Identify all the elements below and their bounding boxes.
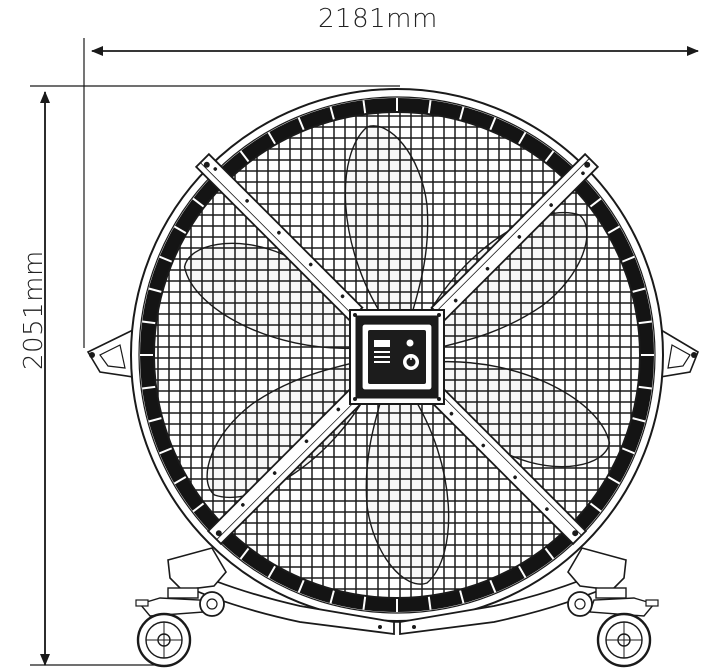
left-caster-wheel — [135, 587, 225, 668]
width-dimension-label: 2181mm — [318, 4, 438, 34]
rim-tab — [142, 320, 157, 325]
control-panel-display — [374, 340, 390, 363]
rim-tab — [621, 255, 635, 263]
rim-tab — [362, 595, 367, 610]
rim-tab — [458, 589, 465, 604]
rim-tab — [297, 579, 305, 593]
width-dimension-line — [83, 38, 699, 348]
rim-tab — [192, 197, 205, 208]
rim-tab — [427, 100, 432, 115]
guard-rim-tabs — [140, 98, 654, 612]
rim-tab — [517, 564, 527, 579]
rim-tab — [631, 416, 646, 423]
rim-tab — [606, 225, 621, 235]
rim-tab — [297, 117, 305, 131]
rim-tab — [148, 416, 163, 423]
guard-rim — [140, 98, 654, 612]
rim-tab — [173, 475, 188, 485]
rim-tab — [517, 131, 527, 146]
rim-tab — [173, 225, 188, 235]
rim-tab — [489, 117, 497, 131]
right-side-bracket — [653, 328, 699, 379]
rim-tab — [329, 106, 336, 121]
rim-tab — [621, 447, 635, 455]
control-panel — [349, 309, 445, 405]
left-side-bracket — [86, 328, 141, 379]
rim-tab — [637, 320, 652, 325]
rim-tab — [427, 595, 432, 610]
indicator-light-icon — [406, 339, 414, 347]
rim-tab — [329, 589, 336, 604]
rim-tab — [544, 150, 555, 163]
rim-tab — [362, 100, 367, 115]
rim-tab — [589, 197, 602, 208]
rim-tab — [631, 287, 646, 294]
rim-tab — [239, 150, 250, 163]
rim-tab — [142, 385, 157, 390]
strut — [430, 388, 588, 546]
rim-tab — [148, 287, 163, 294]
rim-tab — [489, 579, 497, 593]
rim-tab — [606, 475, 621, 485]
rim-tab — [239, 547, 250, 560]
rim-tab — [637, 385, 652, 390]
rim-tab — [159, 447, 173, 455]
height-dimension-line — [30, 85, 400, 666]
rim-tab — [192, 502, 205, 513]
rim-tab — [267, 131, 277, 146]
rim-tab — [458, 106, 465, 121]
rim-tab — [159, 255, 173, 263]
rim-tab — [589, 502, 602, 513]
rim-tab — [267, 564, 277, 579]
right-caster-wheel — [567, 587, 659, 668]
speed-knob-icon — [403, 354, 419, 370]
rim-tab — [544, 547, 555, 560]
